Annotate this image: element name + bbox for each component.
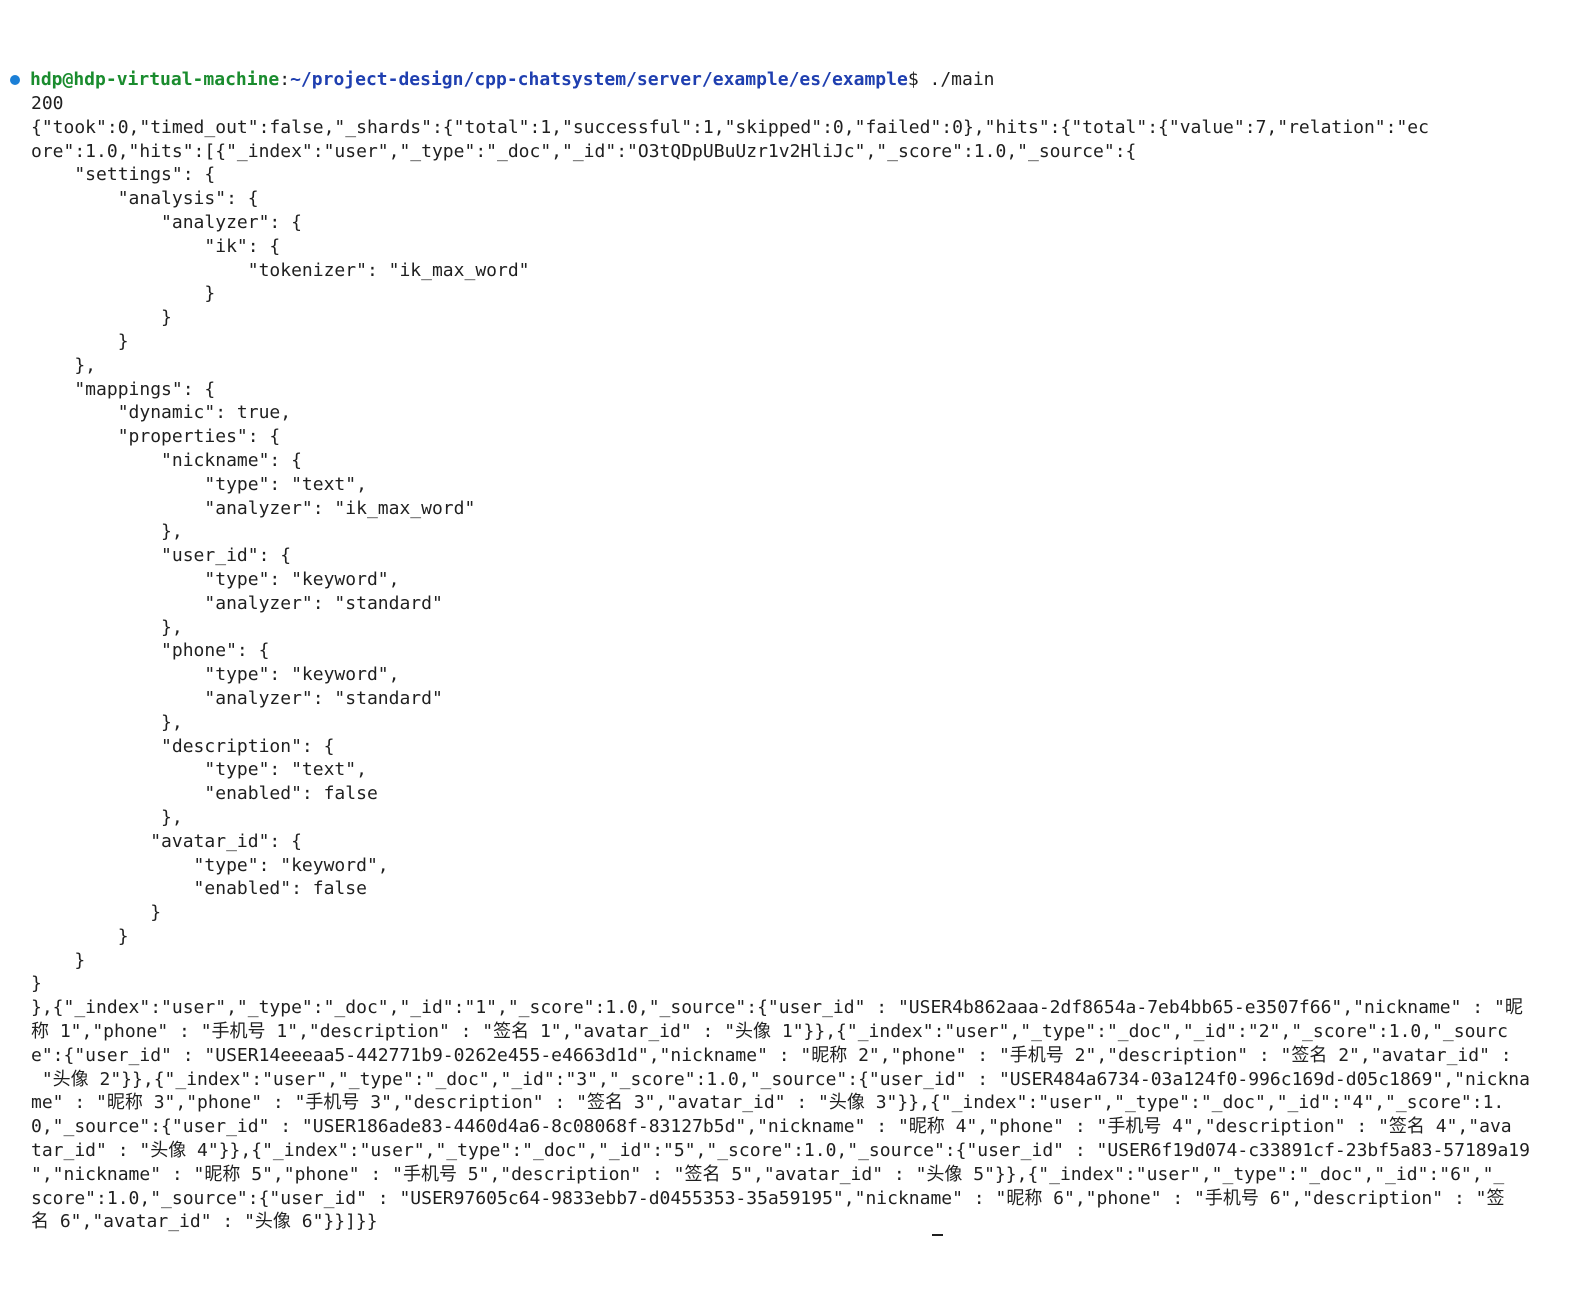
output-line: "type": "keyword", xyxy=(31,664,400,686)
output-line: "analyzer": "ik_max_word" xyxy=(31,497,476,519)
output-line: "analyzer": "standard" xyxy=(31,687,443,709)
output-line: "nickname": { xyxy=(31,449,302,471)
output-line: "type": "keyword", xyxy=(31,568,400,590)
output-line: "dynamic": true, xyxy=(31,402,292,424)
output-line: 名 6","avatar_id" : "头像 6"}}]}} xyxy=(31,1211,378,1233)
output-line: {"took":0,"timed_out":false,"_shards":{"… xyxy=(31,116,1429,138)
prompt-user-host: hdp@hdp-virtual-machine xyxy=(30,69,280,90)
output-line: } xyxy=(31,283,216,305)
output-line: me" : "昵称 3","phone" : "手机号 3","descript… xyxy=(31,1092,1505,1114)
output-line: "user_id": { xyxy=(31,545,292,567)
output-line: } xyxy=(31,330,129,352)
output-line: 200 xyxy=(31,93,64,114)
output-line: },{"_index":"user","_type":"_doc","_id":… xyxy=(31,997,1523,1019)
output-line: "mappings": { xyxy=(31,378,216,400)
output-line: "phone": { xyxy=(31,640,270,662)
command-status-dot-icon[interactable] xyxy=(10,75,20,85)
output-line: 称 1","phone" : "手机号 1","description" : "… xyxy=(31,1021,1508,1043)
output-line: } xyxy=(31,925,129,947)
output-line: "ik": { xyxy=(31,235,281,257)
output-line: "type": "text", xyxy=(31,759,367,781)
output-line: }, xyxy=(31,806,183,828)
output-line: "analysis": { xyxy=(31,188,259,210)
output-line: } xyxy=(31,307,172,329)
output-line: "analyzer": "standard" xyxy=(31,592,443,614)
output-line: } xyxy=(31,902,162,924)
output-line: tar_id" : "头像 4"}},{"_index":"user","_ty… xyxy=(31,1140,1530,1162)
output-line: "enabled": false xyxy=(31,878,367,900)
prompt-path: ~/project-design/cpp-chatsystem/server/e… xyxy=(290,69,908,90)
output-line: "avatar_id": { xyxy=(31,830,302,852)
output-line: e":{"user_id" : "USER14eeeaa5-442771b9-0… xyxy=(31,1044,1512,1066)
output-line: score":1.0,"_source":{"user_id" : "USER9… xyxy=(31,1187,1505,1209)
output-line: ","nickname" : "昵称 5","phone" : "手机号 5",… xyxy=(31,1163,1505,1185)
output-line: "description": { xyxy=(31,735,335,757)
output-line: "tokenizer": "ik_max_word" xyxy=(31,259,530,281)
command-prompt-line: hdp@hdp-virtual-machine : ~/project-desi… xyxy=(10,68,995,92)
output-line: "settings": { xyxy=(31,164,216,186)
output-line: "type": "keyword", xyxy=(31,854,389,876)
output-line: "type": "text", xyxy=(31,473,367,495)
prompt-separator: : xyxy=(279,69,291,90)
output-line: }, xyxy=(31,354,97,376)
output-line: }, xyxy=(31,711,183,733)
output-line: "properties": { xyxy=(31,426,281,448)
output-line: "analyzer": { xyxy=(31,211,302,233)
output-line: } xyxy=(31,949,86,971)
output-line: ore":1.0,"hits":[{"_index":"user","_type… xyxy=(31,140,1137,162)
output-line: 0,"_source":{"user_id" : "USER186ade83-4… xyxy=(31,1116,1512,1138)
output-line: "头像 2"}},{"_index":"user","_type":"_doc"… xyxy=(31,1068,1530,1090)
terminal-output: 200{"took":0,"timed_out":false,"_shards"… xyxy=(31,92,1530,1234)
output-line: }, xyxy=(31,616,183,638)
output-line: "enabled": false xyxy=(31,783,378,805)
output-line: } xyxy=(31,973,42,995)
prompt-symbol: $ xyxy=(907,69,919,90)
terminal-cursor xyxy=(932,1234,943,1236)
prompt-command: ./main xyxy=(918,69,995,90)
output-line: }, xyxy=(31,521,183,543)
